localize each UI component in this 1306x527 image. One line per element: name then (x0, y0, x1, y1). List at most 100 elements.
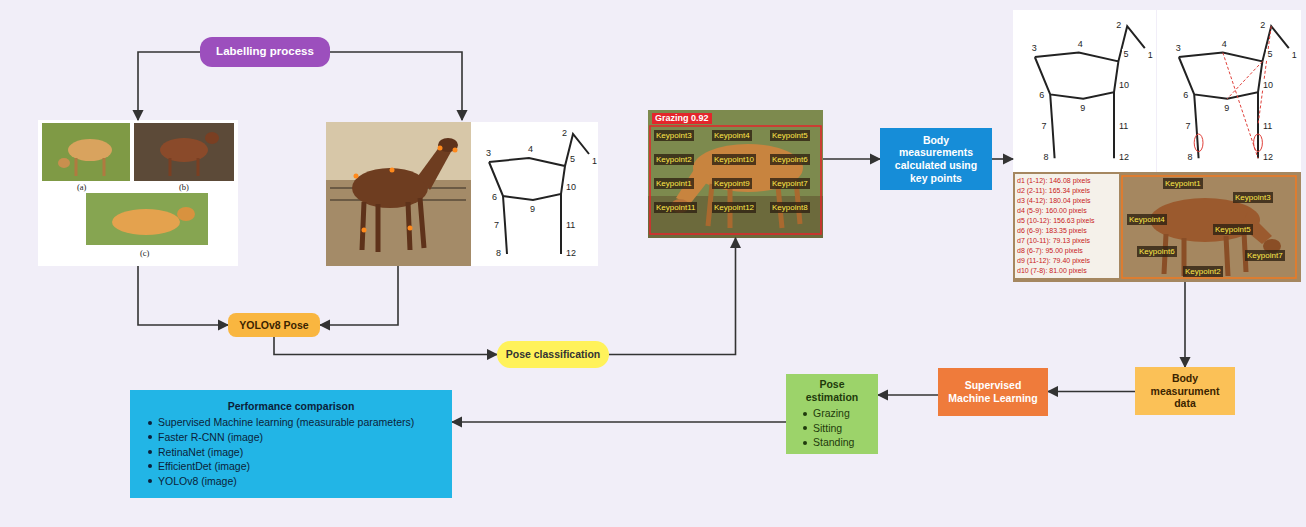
connector-arrow (452, 421, 786, 423)
bullet-dot (803, 426, 807, 430)
keypoint-number: 9 (1223, 103, 1230, 113)
connector-arrow (1184, 282, 1186, 367)
connector-arrow (138, 266, 228, 325)
bullet-item: Standing (793, 436, 854, 449)
bullet-text: YOLOv8 (image) (158, 475, 237, 488)
bullet-dot (803, 441, 807, 445)
keypoint-dot (438, 146, 443, 151)
photo-ground (326, 122, 471, 266)
bullet-dot (148, 450, 152, 454)
measurement-row: d7 (10-11): 79.13 pixels (1017, 236, 1090, 246)
connector-arrow (274, 337, 497, 355)
measurement-row: d8 (6-7): 95.00 pixels (1017, 246, 1083, 256)
keypoint-number: 2 (561, 128, 568, 138)
keypoint-skeleton (489, 134, 589, 254)
measurement-row: d10 (7-8): 81.00 pixels (1017, 266, 1087, 276)
keypoint-number: 1 (1147, 50, 1154, 60)
measurement-row: d4 (5-9): 160.00 pixels (1017, 206, 1087, 216)
keypoint-number: 11 (1262, 121, 1273, 131)
bullet-text: RetinaNet (image) (158, 446, 243, 459)
image-caption: (a) (76, 182, 87, 192)
box-label: Pose classification (506, 348, 601, 361)
photo-grass (86, 193, 208, 245)
measurement-row: d3 (4-12): 180.04 pixels (1017, 196, 1091, 206)
goat-body (68, 139, 112, 161)
keypoint-label: Keypoint10 (712, 154, 756, 165)
keypoint-number: 1 (591, 156, 598, 166)
photo-grass (42, 123, 130, 181)
keypoint-number: 12 (1262, 152, 1274, 162)
keypoint-label: Keypoint1 (654, 178, 694, 189)
keypoint-number: 7 (493, 220, 500, 230)
bullet-item: Supervised Machine learning (measurable … (140, 416, 414, 429)
goat-head (205, 132, 219, 144)
photo-soil (648, 196, 823, 238)
bullet-text: Supervised Machine learning (measurable … (158, 416, 414, 429)
keypoint-label: Keypoint4 (712, 130, 752, 141)
measurement-lines (1223, 26, 1271, 158)
keypoint-dot (354, 174, 359, 179)
bullet-dot (803, 412, 807, 416)
process-box: YOLOv8 Pose (228, 313, 320, 337)
skeleton-panel (1013, 10, 1156, 172)
goat-head (58, 158, 70, 168)
goat-body (160, 138, 208, 162)
measurement-row: d9 (11-12): 79.40 pixels (1017, 256, 1090, 266)
goat-lying (112, 209, 180, 235)
keypoint-number: 11 (1118, 121, 1129, 131)
keypoint-number: 4 (1221, 39, 1228, 49)
keypoint-dot (390, 168, 395, 173)
keypoint-number: 4 (1077, 39, 1084, 49)
keypoint-label: Keypoint6 (1137, 246, 1177, 257)
keypoint-skeleton (1179, 26, 1289, 158)
connector-arrow (1048, 391, 1135, 393)
process-box: Pose classification (497, 341, 609, 368)
bullet-item: YOLOv8 (image) (140, 475, 237, 488)
keypoint-number: 10 (565, 182, 577, 192)
keypoint-label: Keypoint2 (654, 154, 694, 165)
measurement-panel: 123456789101112123456789101112d1 (1-12):… (1013, 10, 1301, 282)
connector-arrow (609, 238, 736, 355)
keypoint-label: Keypoint2 (1183, 266, 1223, 277)
skeleton-panel (1157, 10, 1301, 172)
measurement-row: d2 (2-11): 165.34 pixels (1017, 186, 1090, 196)
keypoint-label: Keypoint9 (712, 178, 752, 189)
data-box: Body measurument data (1135, 367, 1235, 415)
box-label: YOLOv8 Pose (239, 319, 308, 332)
keypoint-label: Keypoint8 (770, 202, 810, 213)
keypoint-label: Keypoint7 (770, 178, 810, 189)
bullet-dot (148, 479, 152, 483)
goat-head (177, 207, 195, 221)
keypoint-number: 6 (1182, 90, 1189, 100)
keypoint-label: Keypoint12 (712, 202, 756, 213)
measurement-row: d1 (1-12): 146.08 pixels (1017, 176, 1091, 186)
list-box: Performance comparisonSupervised Machine… (130, 390, 452, 498)
keypoint-number: 8 (1187, 152, 1194, 162)
keypoint-label: Keypoint3 (654, 130, 694, 141)
detection-image: Grazing 0.92Keypoint1Keypoint2Keypoint3K… (648, 110, 823, 238)
keypoint-number: 7 (1184, 121, 1191, 131)
image-caption: (c) (139, 248, 150, 258)
bullet-text: Standing (813, 436, 854, 449)
connector-arrow (823, 158, 880, 160)
keypoint-number: 4 (527, 144, 534, 154)
keypoint-label: Keypoint5 (770, 130, 810, 141)
keypoint-number: 6 (491, 192, 498, 202)
image-caption: (b) (178, 182, 190, 192)
box-label: Body measurument data (1142, 372, 1228, 410)
image-panel: (a) (b) (c) (38, 120, 238, 266)
bullet-text: Sitting (813, 422, 842, 435)
photo-ground (648, 110, 823, 238)
measurement-mark (1194, 134, 1203, 152)
measurement-table-ground (1015, 174, 1119, 278)
process-box: Body measurements calculated using key p… (880, 128, 992, 190)
keypoint-number: 6 (1038, 90, 1045, 100)
bullet-item: Grazing (793, 407, 850, 420)
keypoint-label: Keypoint11 (654, 202, 697, 213)
box-label: Supervised Machine Learning (945, 379, 1041, 404)
detection-label: Grazing 0.92 (652, 113, 712, 124)
list-box: Pose estimationGrazingSittingStanding (786, 374, 878, 454)
bullet-item: Faster R-CNN (image) (140, 431, 263, 444)
keypoint-number: 10 (1262, 80, 1274, 90)
